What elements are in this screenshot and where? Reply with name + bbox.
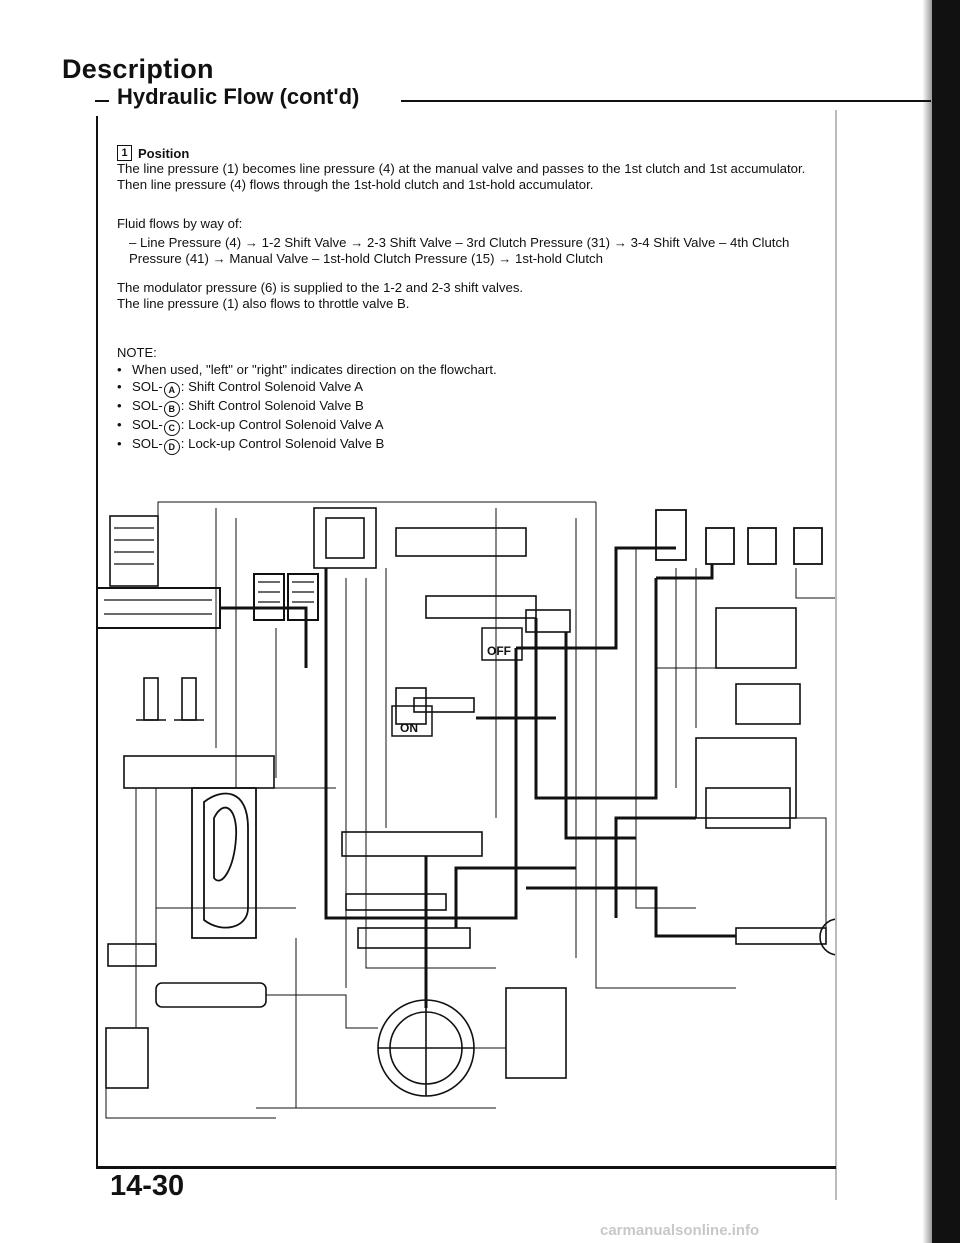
shift-valve-block [313,507,571,725]
exhaust-lines [105,501,836,1119]
circled-letter-icon: A [163,381,180,398]
torque-converter [191,787,257,939]
paragraph-line: Fluid flows by way of: [117,216,243,231]
accumulators-right [695,607,801,829]
note-text: When used, "left" or "right" indicates d… [132,362,497,377]
section-subtitle: Hydraulic Flow (cont'd) [117,84,360,109]
clutch-packs-right [655,509,823,565]
circled-letter-icon: C [163,419,180,436]
note-text: : Shift Control Solenoid Valve A [180,378,364,394]
note-item: SOL-C: Lock-up Control Solenoid Valve A [117,417,497,436]
paragraph-line: Then line pressure (4) flows through the… [117,177,594,192]
paragraph-line: Pressure (41) → Manual Valve – 1st-hold … [129,251,603,266]
paragraph-1: The line pressure (1) becomes line press… [117,161,805,193]
note-item: SOL-A: Shift Control Solenoid Valve A [117,379,497,398]
section-header: Hydraulic Flow (cont'd) [95,84,935,118]
pressurized-lines [220,546,736,1008]
note-prefix: SOL- [132,435,163,451]
paragraph-3: The modulator pressure (6) is supplied t… [117,280,523,312]
note-title: NOTE: [117,345,157,360]
watermark-text: carmanualsonline.info [600,1222,760,1239]
position-number-badge: 1 [117,145,132,161]
position-heading: 1 Position [117,145,189,161]
accumulator-top-left [96,515,221,629]
left-margin-rule [96,116,98,1168]
solenoid-pair-left [136,677,204,721]
note-text: : Shift Control Solenoid Valve B [180,397,364,413]
solenoid-off-label: OFF [487,644,511,658]
note-item: SOL-B: Shift Control Solenoid Valve B [117,398,497,417]
position-label: Position [138,145,190,161]
paragraph-line: The modulator pressure (6) is supplied t… [117,280,524,295]
paragraph-line: – Line Pressure (4) → 1-2 Shift Valve → … [129,235,790,250]
paragraph-2: Fluid flows by way of: – Line Pressure (… [117,216,789,267]
subtitle-rule [401,100,931,102]
note-list: When used, "left" or "right" indicates d… [117,362,497,455]
throttle-valve-lower-right [505,918,836,1079]
hydraulic-flow-schematic [96,501,836,1119]
cooler-relief-lower-left [105,943,267,1089]
note-prefix: SOL- [132,397,163,413]
right-margin-rule [835,110,837,1200]
note-item: SOL-D: Lock-up Control Solenoid Valve B [117,436,497,455]
note-prefix: SOL- [132,378,163,394]
clutch-packs-upper-left [253,573,319,621]
circled-letter-icon: B [163,400,180,417]
solenoid-on-label: ON [400,721,418,735]
note-text: : Lock-up Control Solenoid Valve B [180,435,385,451]
oil-pump [377,999,475,1097]
note-item: When used, "left" or "right" indicates d… [117,362,497,379]
note-text: : Lock-up Control Solenoid Valve A [180,416,384,432]
circled-letter-icon: D [163,438,180,455]
paragraph-line: The line pressure (1) becomes line press… [117,161,806,176]
bottom-rule [96,1166,836,1169]
page-edge-black-bar [932,0,960,1243]
page-number: 14-30 [110,1170,185,1202]
page-title: Description [62,54,214,84]
subtitle-dash [95,100,109,102]
note-prefix: SOL- [132,416,163,432]
paragraph-line: The line pressure (1) also flows to thro… [117,296,410,311]
solenoid-indicators [391,627,523,737]
page-edge-shade [900,0,932,1243]
